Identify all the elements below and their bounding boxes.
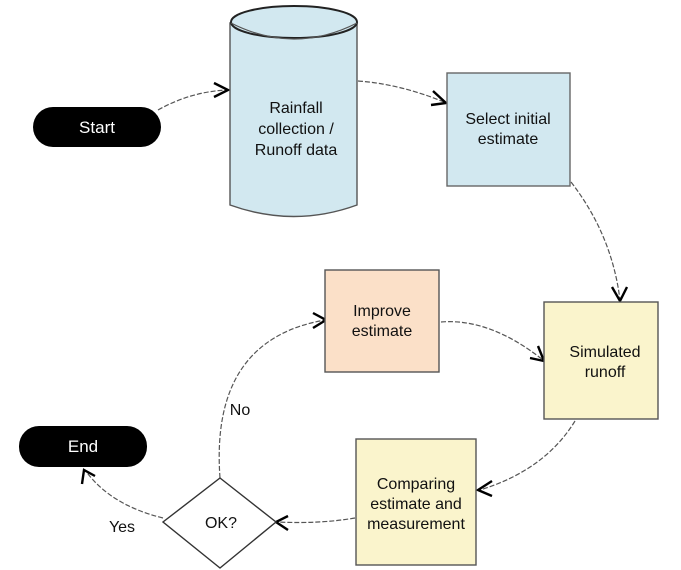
node-end-label: End — [68, 437, 98, 456]
edge-label-no: No — [230, 402, 251, 419]
node-simulated[interactable]: Simulated runoff — [543, 301, 659, 420]
edge-ok-to-end — [80, 468, 164, 519]
node-data-line-2: collection / — [258, 121, 334, 138]
node-improve-line-2: estimate — [352, 323, 413, 340]
edge-start-to-data — [157, 81, 231, 111]
edge-select-to-simulated — [570, 181, 629, 304]
edge-comparing-to-ok — [273, 514, 356, 531]
edge-data-to-select — [357, 80, 449, 107]
node-start[interactable]: Start — [33, 107, 161, 147]
edge-label-yes: Yes — [109, 519, 135, 536]
node-select-line-2: estimate — [478, 131, 539, 148]
node-comparing[interactable]: Comparing estimate and measurement — [355, 438, 477, 566]
node-select-line-1: Select initial — [465, 111, 550, 128]
node-simulated-line-1: Simulated — [569, 344, 640, 361]
node-data-line-1: Rainfall — [269, 100, 322, 117]
node-ok[interactable]: OK? — [161, 477, 278, 569]
node-ok-label: OK? — [205, 515, 237, 532]
node-comparing-line-2: estimate and — [370, 496, 462, 513]
node-improve-line-1: Improve — [353, 303, 411, 320]
node-start-label: Start — [79, 118, 115, 137]
node-data[interactable]: Rainfall collection / Runoff data — [229, 5, 358, 218]
edge-simulated-to-comparing — [475, 420, 576, 498]
node-comparing-line-3: measurement — [367, 516, 465, 533]
node-comparing-line-1: Comparing — [377, 476, 455, 493]
node-simulated-line-2: runoff — [585, 364, 626, 381]
edge-ok-to-improve — [218, 311, 329, 479]
node-end[interactable]: End — [19, 426, 147, 467]
node-select[interactable]: Select initial estimate — [446, 72, 571, 187]
node-improve[interactable]: Improve estimate — [324, 269, 440, 373]
node-data-line-3: Runoff data — [255, 142, 338, 159]
edge-improve-to-simulated — [440, 321, 546, 363]
